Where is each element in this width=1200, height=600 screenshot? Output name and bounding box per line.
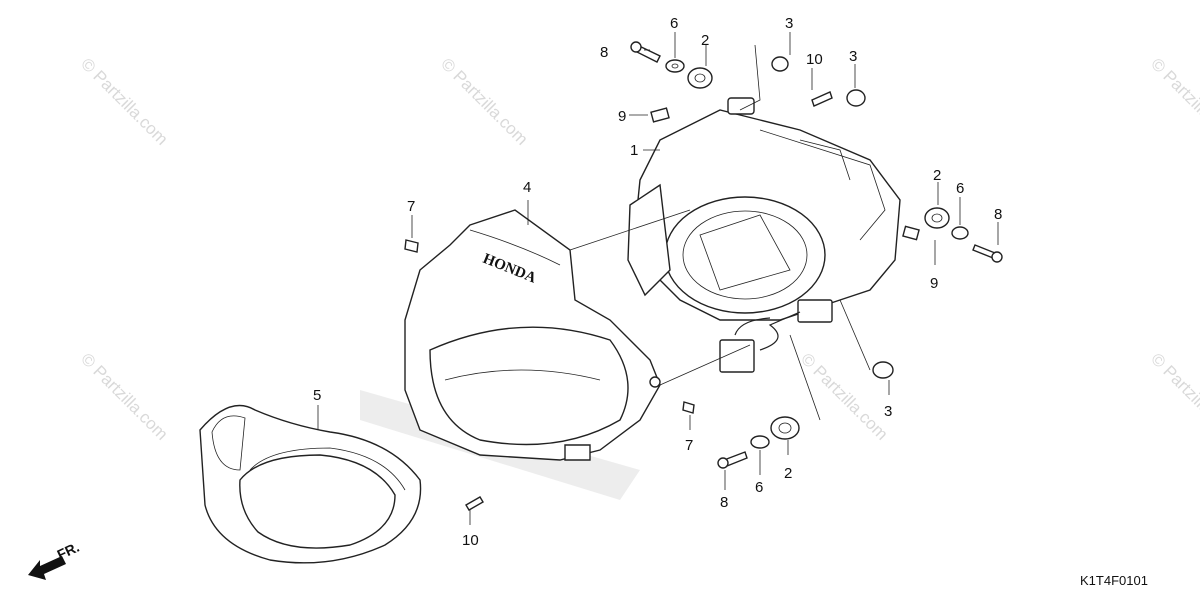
callout-6: 6 <box>670 15 678 32</box>
callout-6: 6 <box>755 479 763 496</box>
watermark: © Partzilla.com <box>1147 349 1200 443</box>
callout-2: 2 <box>784 465 792 482</box>
watermark: © Partzilla.com <box>1147 54 1200 148</box>
callout-7: 7 <box>407 198 415 215</box>
front-direction-indicator: FR. <box>28 539 82 580</box>
callout-2: 2 <box>933 167 941 184</box>
callout-3: 3 <box>884 403 892 420</box>
callout-5: 5 <box>313 387 321 404</box>
callout-10: 10 <box>462 532 479 549</box>
leader-lines <box>317 32 999 525</box>
headlight-rim <box>199 404 422 564</box>
callout-8: 8 <box>994 206 1002 223</box>
callout-8: 8 <box>600 44 608 61</box>
front-cover: HONDA <box>404 209 661 461</box>
callout-6: 6 <box>956 180 964 197</box>
callout-1: 1 <box>630 142 638 159</box>
front-label: FR. <box>55 539 82 563</box>
callout-9: 9 <box>930 275 938 292</box>
callout-9: 9 <box>618 108 626 125</box>
callout-3: 3 <box>785 15 793 32</box>
callout-4: 4 <box>523 179 531 196</box>
callouts: 1 2 2 2 3 3 3 4 5 6 6 6 7 7 8 8 8 9 9 10… <box>313 15 1002 549</box>
fasteners <box>404 41 1003 511</box>
watermark: © Partzilla.com <box>437 54 531 148</box>
callout-8: 8 <box>720 494 728 511</box>
callout-3: 3 <box>849 48 857 65</box>
figure-code: K1T4F0101 <box>1080 573 1148 588</box>
front-arrow-icon <box>28 556 66 580</box>
watermark: © Partzilla.com <box>77 349 171 443</box>
headlight-unit <box>627 97 901 373</box>
callout-2: 2 <box>701 32 709 49</box>
callout-10: 10 <box>806 51 823 68</box>
callout-7: 7 <box>685 437 693 454</box>
watermark: © Partzilla.com <box>77 54 171 148</box>
